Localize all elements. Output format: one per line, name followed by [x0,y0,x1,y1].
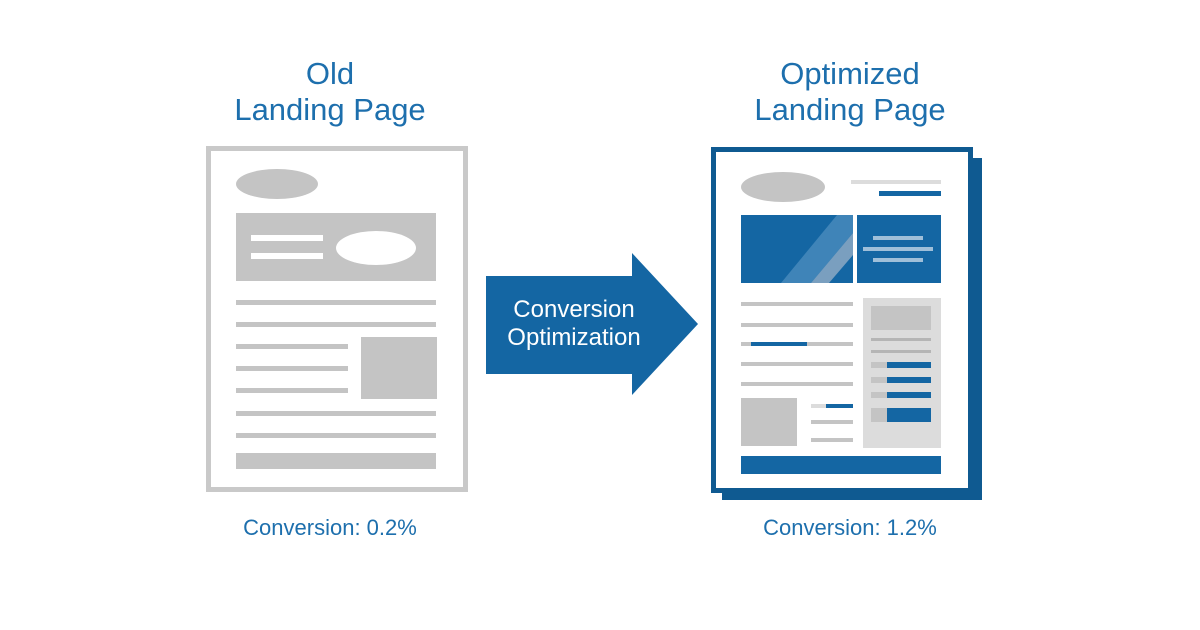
old-image-placeholder [361,337,437,399]
arrow-label: Conversion Optimization [486,296,662,352]
old-landing-page-illustration [206,146,468,492]
optimized-text-line [811,438,853,442]
optimized-hero-text-block [857,215,941,283]
optimized-hero-text-line [873,258,923,262]
optimized-form-label [871,377,887,383]
optimized-form-field [887,377,931,383]
optimized-text-line [741,362,853,366]
old-text-line [236,300,436,305]
old-hero-text-line [251,235,323,241]
optimized-landing-page-illustration [711,147,973,493]
optimized-sidebar-panel [863,298,941,448]
old-text-line [236,322,436,327]
optimized-text-line [741,382,853,386]
optimized-hero-text-line [863,247,933,251]
optimized-image-placeholder [741,398,797,446]
optimized-text-line [811,420,853,424]
old-text-line [236,411,436,416]
optimized-sidebar-line [871,338,931,341]
optimized-title-line2: Landing Page [754,92,946,127]
optimized-form-label [871,408,887,422]
arrow-right-icon [486,253,698,395]
optimized-form-field [887,392,931,398]
old-title-line2: Landing Page [234,92,426,127]
optimized-landing-page-title: Optimized Landing Page [690,56,1010,128]
optimized-highlight-line [826,404,853,408]
old-hero-banner [236,213,436,281]
old-landing-page-title: Old Landing Page [170,56,490,128]
optimized-highlight-line [751,342,807,346]
arrow-label-line2: Optimization [507,324,641,351]
old-text-line [236,366,348,371]
arrow-label-line1: Conversion [513,296,635,323]
optimized-submit-button [887,408,931,422]
optimized-hero-text-line [873,236,923,240]
optimized-title-line1: Optimized [780,56,920,91]
old-footer-bar [236,453,436,469]
optimized-logo-placeholder [741,172,825,202]
optimized-sidebar-image [871,306,931,330]
optimized-sidebar-line [871,350,931,353]
optimized-form-label [871,392,887,398]
optimized-form-label [871,362,887,368]
optimized-cta-bar [741,456,941,474]
optimized-hero-image [741,215,853,283]
old-text-line [236,433,436,438]
optimized-text-line [741,302,853,306]
old-hero-text-line [251,253,323,259]
old-hero-button-placeholder [336,231,416,265]
old-conversion-rate: Conversion: 0.2% [243,515,417,540]
optimized-nav-line [879,191,941,196]
optimized-conversion-rate: Conversion: 1.2% [763,515,937,540]
old-text-line [236,388,348,393]
old-logo-placeholder [236,169,318,199]
optimized-form-field [887,362,931,368]
optimized-nav-line [851,180,941,184]
optimized-text-line [741,323,853,327]
old-text-line [236,344,348,349]
old-title-line1: Old [305,56,355,91]
